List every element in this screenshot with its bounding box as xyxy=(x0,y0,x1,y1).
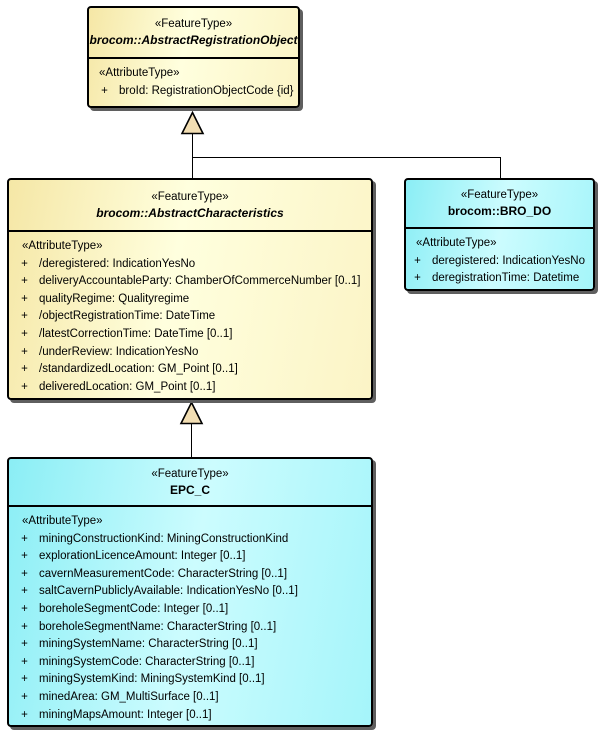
attribute-visibility: + xyxy=(21,310,28,323)
attribute-visibility: + xyxy=(21,292,28,305)
attribute-stereotype: «AttributeType» xyxy=(416,237,497,249)
attribute-visibility: + xyxy=(21,532,28,545)
attribute-visibility: + xyxy=(21,327,28,340)
attribute-row: + miningMapsAmount: Integer [0..1] xyxy=(9,707,371,725)
class-name: brocom::AbstractRegistrationObject xyxy=(89,33,298,47)
attribute-visibility: + xyxy=(21,655,28,668)
attribute-text: deregistered: IndicationYesNo xyxy=(432,254,586,267)
class-stereotype: «FeatureType» xyxy=(460,189,539,201)
class-stereotype: «FeatureType» xyxy=(151,190,229,203)
attribute-text: deliveryAccountableParty: ChamberOfComme… xyxy=(39,275,361,288)
attribute-visibility: + xyxy=(21,345,28,358)
class-stereotype: «FeatureType» xyxy=(154,18,233,30)
attribute-row: + minedArea: GM_MultiSurface [0..1] xyxy=(9,689,371,707)
generalization-arrowhead-shape xyxy=(179,401,204,425)
attribute-row: + deliveryAccountableParty: ChamberOfCom… xyxy=(9,273,371,291)
attribute-visibility: + xyxy=(101,84,108,97)
attribute-text: /latestCorrectionTime: DateTime [0..1] xyxy=(39,327,233,340)
class-name: EPC_C xyxy=(169,482,210,497)
class-brocom-bro-do[interactable]: «FeatureType» brocom::BRO_DO «AttributeT… xyxy=(404,178,595,291)
attribute-text: miningSystemKind: MiningSystemKind [0..1… xyxy=(39,673,265,686)
generalization-line xyxy=(192,134,193,158)
class-header: «FeatureType» brocom::AbstractRegistrati… xyxy=(89,8,298,59)
attribute-visibility: + xyxy=(21,620,28,633)
generalization-line xyxy=(500,157,501,178)
attribute-text: /deregistered: IndicationYesNo xyxy=(39,257,196,270)
attribute-visibility: + xyxy=(21,567,28,580)
attribute-row: + /deregistered: IndicationYesNo xyxy=(9,256,371,274)
attribute-visibility: + xyxy=(21,690,28,703)
attribute-text: miningSystemCode: CharacterString [0..1] xyxy=(39,655,255,668)
attribute-row: + deregistrationTime: Datetime xyxy=(406,270,593,288)
generalization-arrowhead-shape xyxy=(180,111,205,135)
attribute-visibility: + xyxy=(21,673,28,686)
generalization-line xyxy=(192,157,193,178)
attribute-row: + /objectRegistrationTime: DateTime xyxy=(9,308,371,326)
attribute-visibility: + xyxy=(21,380,28,393)
attribute-row: + deliveredLocation: GM_Point [0..1] xyxy=(9,379,371,397)
generalization-line xyxy=(192,157,501,158)
attribute-row: + deregistered: IndicationYesNo xyxy=(406,253,593,271)
attribute-row: + /underReview: IndicationYesNo xyxy=(9,344,371,362)
attribute-visibility: + xyxy=(414,254,421,267)
attribute-visibility: + xyxy=(21,602,28,615)
attribute-text: miningMapsAmount: Integer [0..1] xyxy=(39,708,212,721)
attribute-row: + miningSystemCode: CharacterString [0..… xyxy=(9,654,371,672)
class-epc-c[interactable]: «FeatureType» EPC_C «AttributeType» + mi… xyxy=(7,457,373,727)
attribute-visibility: + xyxy=(21,585,28,598)
attribute-row: + explorationLicenceAmount: Integer [0..… xyxy=(9,548,371,566)
attribute-text: cavernMeasurementCode: CharacterString [… xyxy=(39,567,288,580)
attribute-text: deliveredLocation: GM_Point [0..1] xyxy=(39,380,216,393)
attribute-visibility: + xyxy=(21,638,28,651)
attribute-row: + broId: RegistrationObjectCode {id} xyxy=(89,83,298,101)
class-attribute-compartment: «AttributeType» + deregistered: Indicati… xyxy=(406,229,593,288)
attribute-row: + boreholeSegmentCode: Integer [0..1] xyxy=(9,601,371,619)
attribute-stereotype: «AttributeType» xyxy=(22,240,103,252)
attribute-text: saltCavernPubliclyAvailable: IndicationY… xyxy=(39,585,298,598)
class-name: brocom::AbstractCharacteristics xyxy=(96,205,284,220)
class-attribute-compartment: «AttributeType» + /deregistered: Indicat… xyxy=(9,232,371,396)
attribute-row: + miningConstructionKind: MiningConstruc… xyxy=(9,531,371,549)
class-brocom-abstract-characteristics[interactable]: «FeatureType» brocom::AbstractCharacteri… xyxy=(7,178,373,400)
attribute-text: /objectRegistrationTime: DateTime xyxy=(39,310,216,323)
generalization-line xyxy=(191,424,192,457)
class-attribute-compartment: «AttributeType» + broId: RegistrationObj… xyxy=(89,59,298,100)
generalization-arrowhead xyxy=(180,111,205,135)
attribute-row: + miningSystemKind: MiningSystemKind [0.… xyxy=(9,671,371,689)
attribute-visibility: + xyxy=(21,550,28,563)
attribute-text: boreholeSegmentCode: Integer [0..1] xyxy=(39,602,229,615)
generalization-arrowhead xyxy=(179,401,204,425)
attribute-text: boreholeSegmentName: CharacterString [0.… xyxy=(39,620,277,633)
class-attribute-compartment: «AttributeType» + miningConstructionKind… xyxy=(9,507,371,724)
attribute-text: minedArea: GM_MultiSurface [0..1] xyxy=(39,690,219,703)
attribute-text: broId: RegistrationObjectCode {id} xyxy=(119,84,294,97)
attribute-row: + saltCavernPubliclyAvailable: Indicatio… xyxy=(9,583,371,601)
class-brocom-abstract-registration-object[interactable]: «FeatureType» brocom::AbstractRegistrati… xyxy=(87,6,300,108)
attribute-row: + boreholeSegmentName: CharacterString [… xyxy=(9,619,371,637)
attribute-visibility: + xyxy=(21,363,28,376)
class-stereotype: «FeatureType» xyxy=(151,467,229,480)
class-header: «FeatureType» brocom::BRO_DO xyxy=(406,180,593,229)
attribute-stereotype: «AttributeType» xyxy=(99,67,180,79)
attribute-visibility: + xyxy=(21,275,28,288)
attribute-row: + miningSystemName: CharacterString [0..… xyxy=(9,636,371,654)
attribute-visibility: + xyxy=(21,708,28,721)
class-header: «FeatureType» EPC_C xyxy=(9,459,371,507)
attribute-stereotype: «AttributeType» xyxy=(22,515,103,527)
attribute-text: deregistrationTime: Datetime xyxy=(432,272,580,285)
attribute-row: + cavernMeasurementCode: CharacterString… xyxy=(9,566,371,584)
attribute-text: /standardizedLocation: GM_Point [0..1] xyxy=(39,363,238,376)
attribute-row: + qualityRegime: Qualityregime xyxy=(9,291,371,309)
attribute-visibility: + xyxy=(21,257,28,270)
attribute-text: miningSystemName: CharacterString [0..1] xyxy=(39,638,258,651)
attribute-text: explorationLicenceAmount: Integer [0..1] xyxy=(39,550,246,563)
attribute-row: + /standardizedLocation: GM_Point [0..1] xyxy=(9,361,371,379)
attribute-visibility: + xyxy=(414,272,421,285)
attribute-text: /underReview: IndicationYesNo xyxy=(39,345,199,358)
attribute-text: miningConstructionKind: MiningConstructi… xyxy=(39,532,289,545)
attribute-text: qualityRegime: Qualityregime xyxy=(39,292,190,305)
attribute-row: + /latestCorrectionTime: DateTime [0..1] xyxy=(9,326,371,344)
class-header: «FeatureType» brocom::AbstractCharacteri… xyxy=(9,180,371,232)
class-name: brocom::BRO_DO xyxy=(447,204,552,218)
